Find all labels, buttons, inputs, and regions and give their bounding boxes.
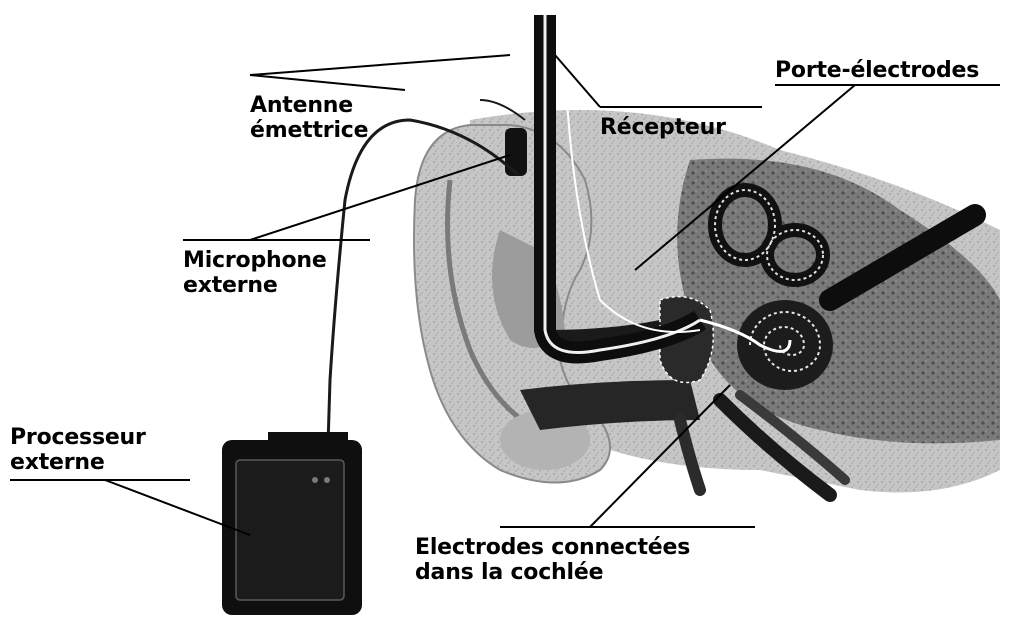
label-antenne-line1: Antenne [250, 93, 368, 118]
label-recepteur: Récepteur [600, 115, 726, 140]
label-processeur-line2: externe [10, 450, 146, 475]
label-electrodes-line1: Electrodes connectées [415, 535, 690, 560]
microphone-device [505, 128, 527, 176]
label-microphone-externe: Microphone externe [183, 248, 327, 298]
label-microphone-line1: Microphone [183, 248, 327, 273]
label-porte-electrodes-text: Porte-électrodes [775, 58, 979, 83]
external-processor-device [222, 432, 362, 615]
label-processeur-externe: Processeur externe [10, 425, 146, 475]
label-antenne-line2: émettrice [250, 118, 368, 143]
label-electrodes-line2: dans la cochlée [415, 560, 690, 585]
label-electrodes-connectees: Electrodes connectées dans la cochlée [415, 535, 690, 585]
label-recepteur-text: Récepteur [600, 115, 726, 140]
cochlea [737, 300, 833, 390]
label-porte-electrodes: Porte-électrodes [775, 58, 979, 83]
label-processeur-line1: Processeur [10, 425, 146, 450]
label-antenne-emettrice: Antenne émettrice [250, 93, 368, 143]
label-microphone-line2: externe [183, 273, 327, 298]
